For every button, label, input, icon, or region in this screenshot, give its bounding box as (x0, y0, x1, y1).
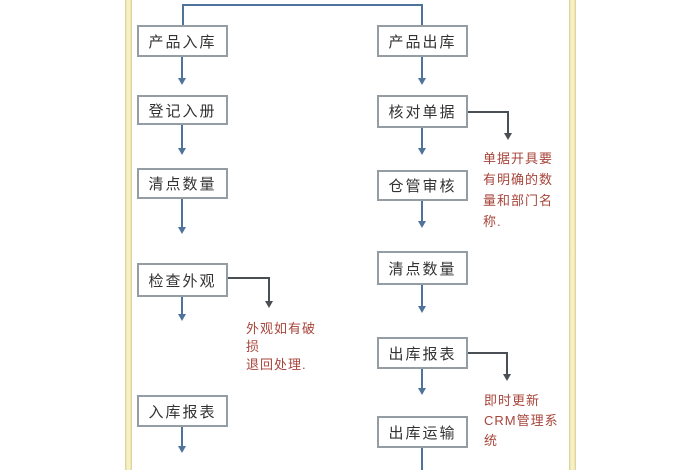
node-label: 产品入库 (148, 33, 217, 51)
arrow-down-icon (417, 201, 427, 228)
side-connector-vertical (507, 111, 509, 133)
side-connector-horizontal (468, 352, 508, 354)
node-count-quantity-in: 清点数量 (137, 168, 228, 199)
node-label: 出库运输 (388, 424, 457, 442)
node-label: 检查外观 (148, 272, 217, 290)
node-label: 核对单据 (388, 104, 457, 121)
connector-top-horizontal (182, 4, 423, 6)
side-connector-vertical (268, 277, 270, 301)
annotation-line: 量和部门名 (483, 193, 554, 208)
annotation-line: 即时更新 (484, 393, 541, 408)
annotation-line: 有明确的数 (483, 172, 554, 187)
connector-top-left-drop (182, 4, 184, 25)
node-product-outbound: 产品出库 (377, 25, 468, 57)
annotation-document-requirements: 单据开具要 有明确的数 量和部门名 称. (483, 148, 553, 232)
node-register: 登记入册 (137, 95, 228, 125)
arrow-down-icon (417, 285, 427, 313)
annotation-line: 损 (246, 339, 261, 354)
node-outbound-transport: 出库运输 (377, 416, 468, 448)
arrow-down-icon (504, 133, 512, 140)
arrow-down-icon (177, 199, 187, 234)
connector-top-right-drop (421, 4, 423, 25)
arrow-down-icon (417, 369, 427, 395)
node-label: 入库报表 (148, 403, 217, 421)
node-outbound-report: 出库报表 (377, 337, 468, 369)
page-border-left (125, 0, 132, 470)
node-warehouse-audit: 仓管审核 (377, 170, 468, 201)
node-label: 登记入册 (148, 102, 217, 120)
page-border-right (569, 0, 576, 470)
node-label: 产品出库 (388, 33, 457, 51)
annotation-damage-return: 外观如有破 损 退回处理. (246, 320, 316, 374)
connector-bottom-exit (421, 448, 423, 470)
arrow-down-icon (177, 427, 187, 453)
annotation-crm-update: 即时更新 CRM管理系 统 (484, 391, 559, 451)
arrow-down-icon (177, 57, 187, 85)
annotation-line: 称. (483, 214, 502, 229)
node-inspect-appearance: 检查外观 (137, 263, 228, 297)
side-connector-horizontal (228, 277, 270, 279)
annotation-line: CRM管理系 (484, 413, 559, 428)
node-verify-documents: 核对单据 (377, 95, 468, 128)
annotation-line: 单据开具要 (483, 151, 554, 166)
annotation-line: 统 (484, 433, 499, 448)
arrow-down-icon (265, 301, 273, 308)
arrow-down-icon (417, 57, 427, 85)
node-label: 清点数量 (388, 260, 457, 278)
node-label: 清点数量 (148, 176, 217, 193)
node-product-inbound: 产品入库 (137, 25, 228, 57)
node-count-quantity-out: 清点数量 (377, 251, 468, 285)
side-connector-vertical (506, 352, 508, 374)
arrow-down-icon (177, 125, 187, 155)
annotation-line: 外观如有破 (246, 321, 317, 336)
node-label: 出库报表 (388, 345, 457, 363)
arrow-down-icon (417, 128, 427, 155)
arrow-down-icon (177, 297, 187, 321)
annotation-line: 退回处理. (246, 357, 307, 372)
arrow-down-icon (503, 374, 511, 381)
node-inbound-report: 入库报表 (137, 395, 228, 427)
side-connector-horizontal (468, 111, 509, 113)
node-label: 仓管审核 (388, 178, 457, 195)
